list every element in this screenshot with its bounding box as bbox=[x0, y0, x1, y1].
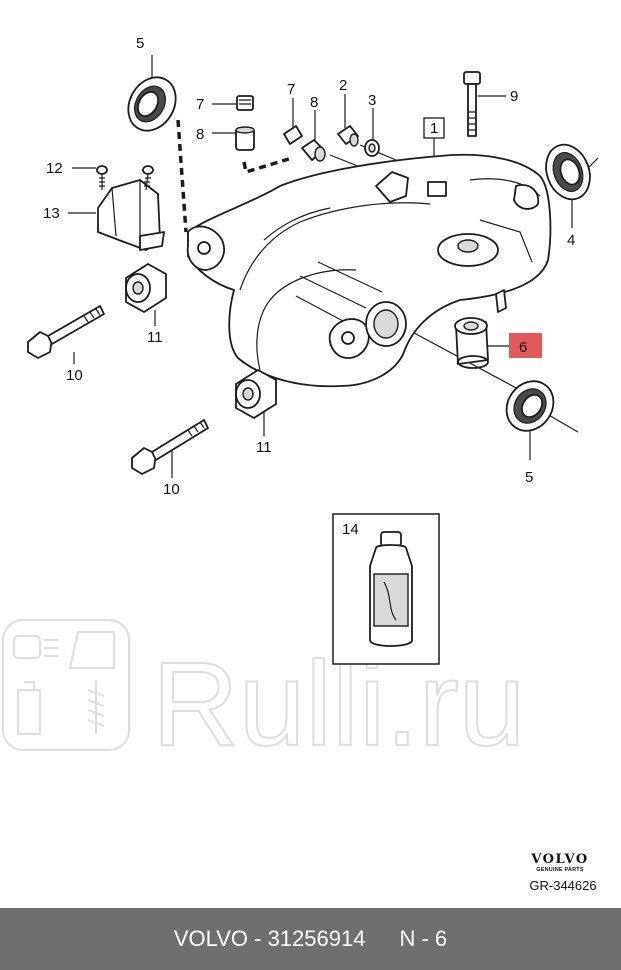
plug-8-mid bbox=[301, 139, 326, 162]
callout-4: 4 bbox=[567, 232, 575, 249]
brand-subtitle: GENUINE PARTS bbox=[536, 867, 584, 873]
callout-11-upper: 11 bbox=[147, 329, 163, 346]
bushing-6 bbox=[454, 317, 489, 369]
volvo-genuine-parts-logo: VOLVO GENUINE PARTS bbox=[520, 852, 600, 873]
callout-3: 3 bbox=[368, 92, 376, 109]
callout-2: 2 bbox=[339, 77, 347, 94]
plug-8-left bbox=[235, 126, 255, 151]
screw-12-left bbox=[96, 165, 108, 190]
headlight-icon bbox=[44, 639, 58, 657]
callout-9: 9 bbox=[510, 88, 518, 105]
dashed-lines bbox=[176, 119, 293, 233]
plug-7-mid bbox=[283, 125, 303, 145]
brand-logo-text: VOLVO bbox=[531, 852, 589, 867]
callout-11-lower: 11 bbox=[256, 439, 272, 456]
diagram-reference: GR-344626 bbox=[529, 878, 597, 893]
bushing-11-upper bbox=[125, 263, 167, 313]
plug-7-top bbox=[236, 95, 254, 111]
bolt-10-upper bbox=[27, 305, 105, 359]
callout-10-lower: 10 bbox=[163, 481, 180, 498]
bushing-11-lower bbox=[235, 369, 277, 419]
callout-7-mid: 7 bbox=[287, 81, 295, 98]
callout-8-left: 8 bbox=[196, 126, 204, 143]
oil-bottle bbox=[369, 531, 413, 647]
callout-14: 14 bbox=[342, 521, 359, 538]
highlight-box bbox=[509, 333, 542, 358]
callout-12: 12 bbox=[46, 160, 63, 177]
callout-5-bottom: 5 bbox=[525, 469, 533, 486]
bolt-10-lower bbox=[131, 419, 209, 475]
callout-6: 6 bbox=[519, 339, 527, 356]
callout-1: 1 bbox=[430, 120, 438, 137]
seal-bottom-right bbox=[505, 380, 555, 432]
footer-part-number: VOLVO - 31256914 bbox=[173, 926, 366, 951]
callout-8-mid: 8 bbox=[310, 94, 318, 111]
washer-3 bbox=[364, 139, 380, 157]
leader-lines bbox=[68, 55, 599, 478]
watermark: Rulli.ru bbox=[2, 619, 526, 772]
callout-7-top: 7 bbox=[196, 96, 204, 113]
bracket-13 bbox=[97, 179, 165, 251]
door-icon bbox=[68, 631, 115, 669]
seal-top-left bbox=[127, 76, 177, 132]
parts-diagram: Rulli.ru bbox=[2, 35, 599, 772]
callout-5-top: 5 bbox=[136, 35, 144, 52]
engine-icon bbox=[13, 635, 41, 659]
fluid-inset bbox=[332, 513, 440, 665]
bolt-9 bbox=[463, 71, 481, 137]
oil-bottle-icon bbox=[17, 681, 41, 735]
footer-position: N - 6 bbox=[399, 926, 448, 951]
plug-2 bbox=[337, 125, 359, 147]
footer-bar: VOLVO - 31256914 N - 6 bbox=[0, 908, 621, 970]
callout-1-box bbox=[423, 117, 445, 139]
callout-10-upper: 10 bbox=[66, 367, 83, 384]
callout-13: 13 bbox=[43, 205, 60, 222]
shock-absorber-icon bbox=[87, 680, 105, 734]
seal-right bbox=[545, 143, 591, 201]
screw-12-right bbox=[142, 165, 154, 191]
differential-housing bbox=[186, 153, 552, 388]
